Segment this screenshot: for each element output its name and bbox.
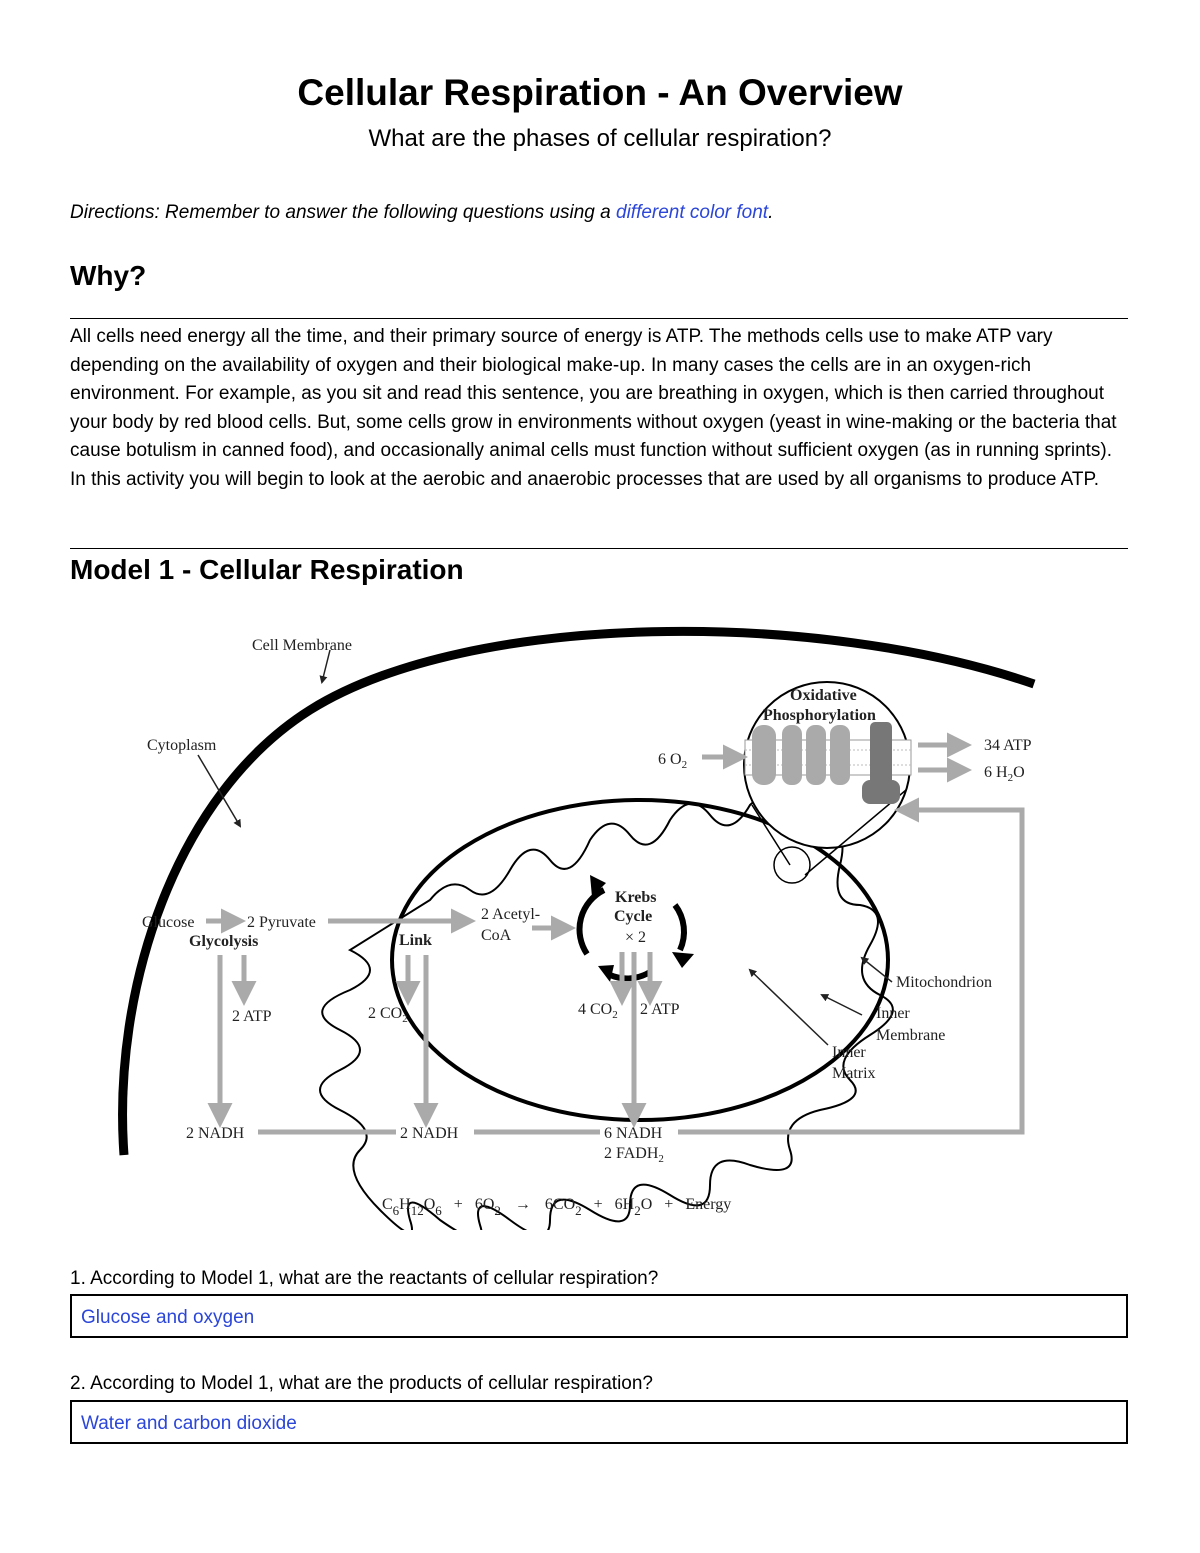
answer-1-text: Glucose and oxygen xyxy=(81,1307,255,1328)
label-inner-membrane-2: Membrane xyxy=(876,1027,945,1044)
zoom-line-left xyxy=(751,804,791,866)
directions-suffix: . xyxy=(768,202,774,223)
label-nadh-3: 6 NADH xyxy=(604,1125,663,1142)
label-cell-membrane: Cell Membrane xyxy=(252,637,352,654)
label-x2: × 2 xyxy=(625,929,646,946)
label-4-co2-krebs: 4 CO2 xyxy=(578,1001,618,1021)
membrane-pointer xyxy=(319,649,331,684)
model-heading: Model 1 - Cellular Respiration xyxy=(70,554,464,585)
why-heading: Why? xyxy=(70,260,147,291)
protein-complex-4 xyxy=(830,725,850,785)
label-acetyl: 2 Acetyl- xyxy=(481,906,540,923)
chemical-equation: C6H12O6+6O2→6CO2+6H2O+Energy xyxy=(382,1196,731,1218)
label-fadh2: 2 FADH2 xyxy=(604,1145,664,1165)
question-1: 1. According to Model 1, what are the re… xyxy=(70,1268,659,1289)
cytoplasm-pointer xyxy=(197,754,242,828)
label-inner-matrix-1: Inner xyxy=(832,1044,866,1061)
why-paragraph: All cells need energy all the time, and … xyxy=(70,326,1117,490)
inner-membrane xyxy=(319,796,894,1230)
atp-synthase xyxy=(870,722,892,792)
label-mitochondrion: Mitochondrion xyxy=(896,974,992,991)
label-glycolysis: Glycolysis xyxy=(189,933,258,950)
protein-complex-2 xyxy=(782,725,802,785)
label-2-atp-krebs: 2 ATP xyxy=(640,1001,680,1018)
protein-complex-1 xyxy=(752,725,776,785)
nadh-to-oxidative-arrow xyxy=(678,797,1025,1135)
label-2-co2-link: 2 CO2 xyxy=(368,1005,408,1025)
label-inner-membrane-1: Inner xyxy=(876,1005,910,1022)
zoom-source-circle xyxy=(773,846,811,884)
divider-top xyxy=(70,318,1128,319)
page-title: Cellular Respiration - An Overview xyxy=(297,72,903,113)
label-o2: 6 O2 xyxy=(658,751,687,771)
label-6-h2o: 6 H2O xyxy=(984,764,1025,784)
label-34-atp: 34 ATP xyxy=(984,737,1032,754)
question-2: 2. According to Model 1, what are the pr… xyxy=(70,1373,653,1394)
label-cycle: Cycle xyxy=(614,908,652,925)
label-cytoplasm: Cytoplasm xyxy=(147,737,217,754)
answer-2-text: Water and carbon dioxide xyxy=(81,1413,297,1434)
zoom-line-right xyxy=(804,789,907,876)
divider-bottom xyxy=(70,548,1128,549)
directions: Directions: Remember to answer the follo… xyxy=(70,202,773,224)
mitochondrion-outer xyxy=(390,798,890,1122)
protein-complex-3 xyxy=(806,725,826,785)
label-nadh-1: 2 NADH xyxy=(186,1125,245,1142)
directions-colored-text: different color font xyxy=(616,202,769,223)
cell-membrane-curve xyxy=(118,626,1036,1156)
label-coa: CoA xyxy=(481,927,512,944)
label-inner-matrix-2: Matrix xyxy=(832,1065,876,1082)
label-2-pyruvate: 2 Pyruvate xyxy=(247,914,316,931)
label-krebs: Krebs xyxy=(615,889,656,906)
page-subtitle: What are the phases of cellular respirat… xyxy=(368,125,832,152)
cellular-respiration-diagram: Cell Membrane Cytoplasm Oxidative Phosph… xyxy=(118,626,1036,1230)
label-link: Link xyxy=(399,932,432,949)
label-glucose: Glucose xyxy=(142,914,194,931)
answer-1-field[interactable]: Glucose and oxygen xyxy=(70,1294,1128,1338)
label-2-atp-glycolysis: 2 ATP xyxy=(232,1008,272,1025)
answer-2-field[interactable]: Water and carbon dioxide xyxy=(70,1400,1128,1444)
label-nadh-2: 2 NADH xyxy=(400,1125,459,1142)
label-oxidative: Oxidative xyxy=(790,687,857,704)
label-phosphorylation: Phosphorylation xyxy=(763,707,876,724)
directions-prefix: Directions: Remember to answer the follo… xyxy=(70,202,616,223)
